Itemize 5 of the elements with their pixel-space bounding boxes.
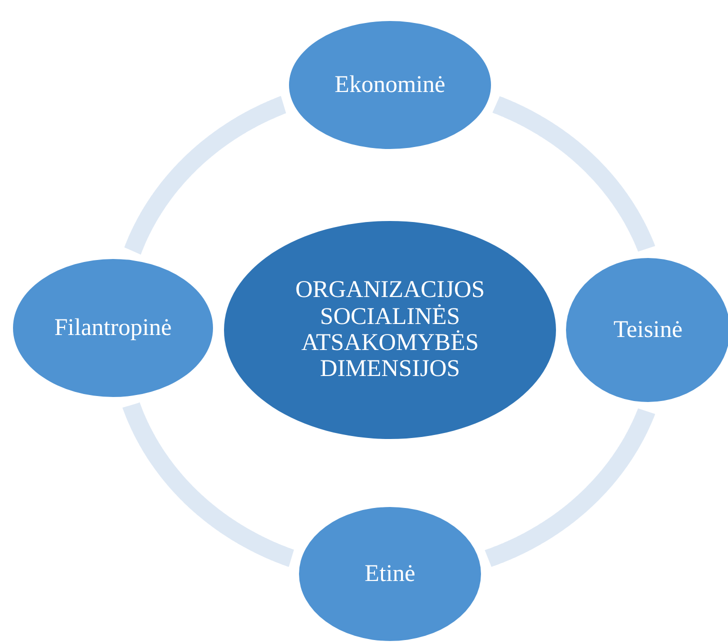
node-label: Teisinė	[614, 316, 682, 344]
node-label: Ekonominė	[334, 72, 446, 98]
node-label: ORGANIZACIJOS SOCIALINĖS ATSAKOMYBĖS DIMENSIJOS	[294, 277, 486, 383]
node-label: Filantropinė	[54, 314, 172, 342]
node-label: Etinė	[364, 560, 416, 588]
